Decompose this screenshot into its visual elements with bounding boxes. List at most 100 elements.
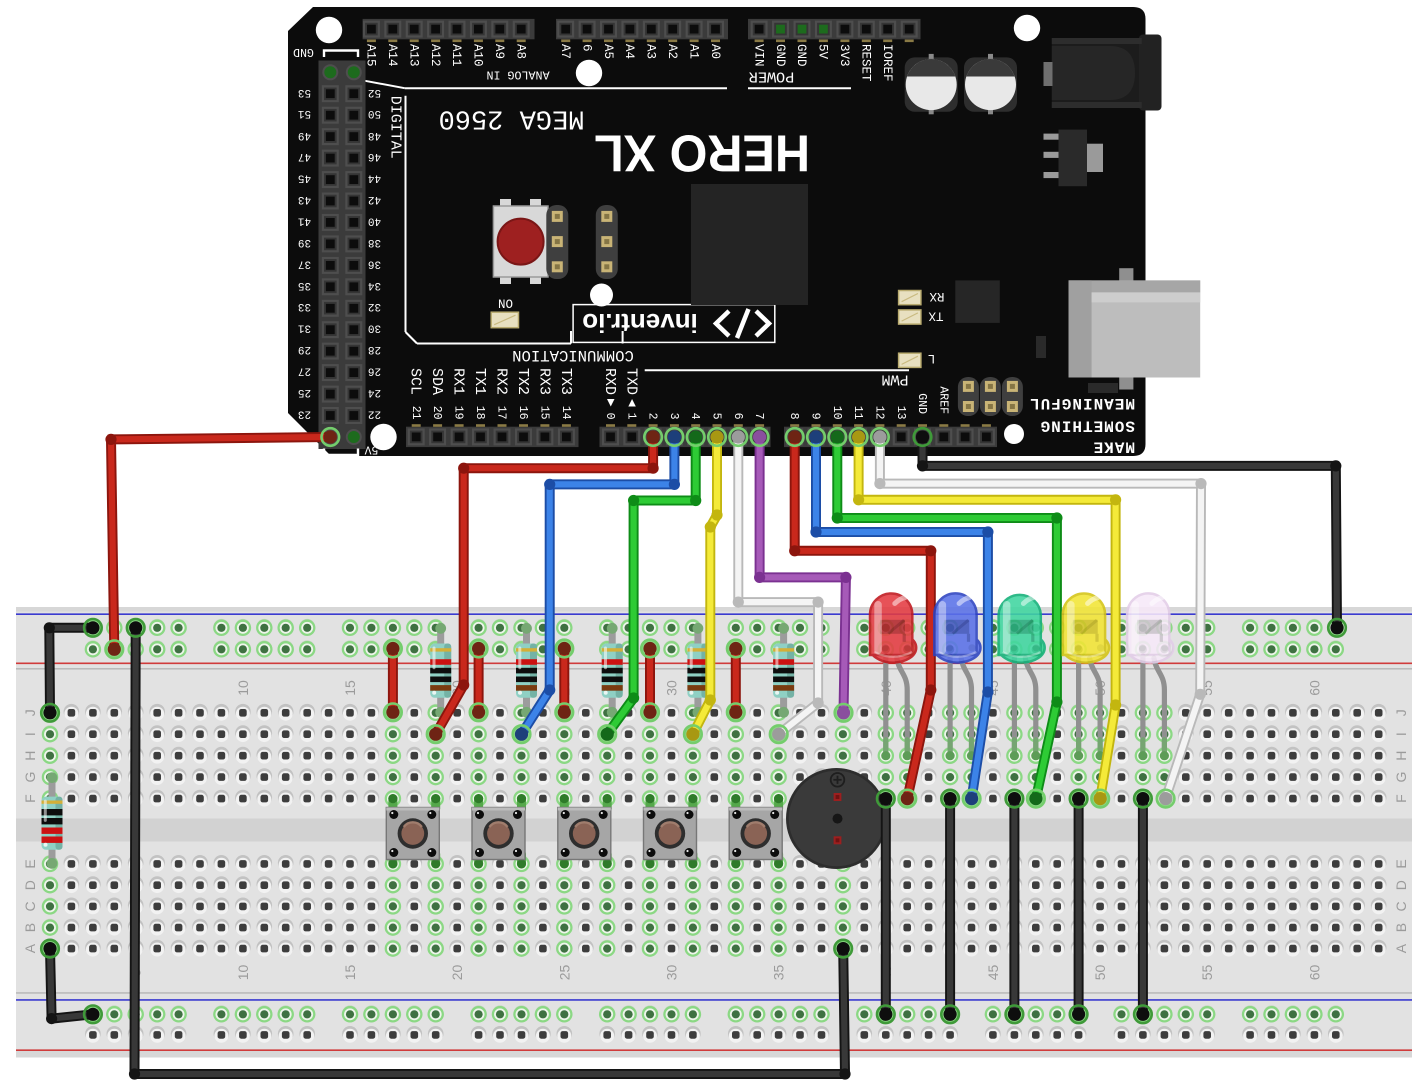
svg-text:I: I — [22, 732, 38, 736]
svg-text:I: I — [1393, 732, 1409, 736]
svg-text:4: 4 — [688, 413, 701, 420]
svg-text:20: 20 — [430, 406, 443, 420]
svg-text:L: L — [928, 351, 936, 365]
svg-text:A11: A11 — [449, 44, 463, 67]
svg-text:G: G — [22, 772, 38, 783]
svg-text:49: 49 — [298, 129, 311, 141]
svg-text:15: 15 — [537, 406, 550, 420]
svg-text:21: 21 — [409, 406, 422, 420]
svg-text:25: 25 — [298, 386, 311, 398]
svg-text:15: 15 — [342, 680, 358, 696]
svg-text:A3: A3 — [644, 44, 658, 59]
svg-text:RESET: RESET — [859, 44, 873, 82]
svg-text:A13: A13 — [406, 44, 420, 67]
svg-text:IOREF: IOREF — [880, 44, 894, 82]
svg-text:6: 6 — [731, 413, 744, 420]
svg-text:G: G — [1393, 772, 1409, 783]
svg-text:A8: A8 — [513, 44, 527, 59]
svg-text:D: D — [1393, 880, 1409, 890]
svg-text:10: 10 — [235, 680, 251, 696]
svg-text:29: 29 — [298, 343, 311, 355]
svg-text:D: D — [22, 880, 38, 890]
svg-text:14: 14 — [559, 406, 572, 420]
svg-text:A4: A4 — [622, 44, 636, 59]
svg-text:H: H — [1393, 751, 1409, 761]
svg-text:28: 28 — [368, 343, 381, 355]
svg-text:MEANINGFUL: MEANINGFUL — [1029, 394, 1135, 412]
svg-text:TX2: TX2 — [514, 368, 531, 395]
svg-text:5V: 5V — [816, 44, 830, 60]
svg-text:A10: A10 — [471, 44, 485, 67]
svg-text:C: C — [22, 901, 38, 911]
svg-text:15: 15 — [342, 965, 358, 981]
svg-text:F: F — [1393, 794, 1409, 803]
svg-text:31: 31 — [298, 322, 312, 334]
svg-text:11: 11 — [851, 406, 864, 420]
svg-text:1: 1 — [624, 413, 637, 420]
svg-text:GND: GND — [915, 393, 928, 414]
svg-text:VIN: VIN — [751, 44, 765, 67]
svg-text:16: 16 — [516, 406, 529, 420]
svg-text:E: E — [22, 859, 38, 868]
svg-text:DIGITAL: DIGITAL — [387, 96, 404, 159]
svg-text:60: 60 — [1306, 965, 1322, 981]
svg-text:27: 27 — [298, 365, 311, 377]
svg-text:A15: A15 — [364, 44, 378, 67]
svg-text:52: 52 — [368, 86, 381, 98]
svg-text:22: 22 — [368, 408, 381, 420]
svg-text:9: 9 — [809, 413, 822, 420]
svg-text:GND: GND — [794, 44, 808, 67]
svg-text:3V3: 3V3 — [837, 44, 851, 67]
svg-text:RX2: RX2 — [493, 368, 510, 395]
svg-text:24: 24 — [368, 386, 382, 398]
svg-text:A7: A7 — [558, 44, 572, 59]
svg-text:A: A — [22, 943, 38, 953]
svg-text:19: 19 — [452, 406, 465, 420]
svg-text:TX3: TX3 — [557, 368, 574, 395]
svg-text:10: 10 — [235, 965, 251, 981]
svg-text:HERO XL: HERO XL — [594, 123, 810, 181]
svg-text:SCL: SCL — [407, 368, 424, 395]
svg-text:POWER: POWER — [749, 68, 795, 86]
svg-text:SOMETHING: SOMETHING — [1040, 416, 1135, 434]
svg-text:55: 55 — [1199, 965, 1215, 981]
svg-text:A1: A1 — [686, 44, 700, 59]
svg-text:RX1: RX1 — [450, 368, 467, 395]
svg-text:30: 30 — [664, 965, 680, 981]
svg-text:B: B — [1393, 923, 1409, 932]
svg-text:35: 35 — [298, 279, 311, 291]
svg-text:A: A — [1393, 943, 1409, 953]
svg-text:ON: ON — [498, 296, 513, 310]
svg-text:5V: 5V — [365, 442, 379, 455]
svg-text:7: 7 — [752, 413, 765, 420]
svg-text:8: 8 — [787, 413, 800, 420]
svg-text:F: F — [22, 794, 38, 803]
svg-text:12: 12 — [873, 406, 886, 420]
svg-text:51: 51 — [298, 107, 312, 119]
svg-text:53: 53 — [298, 86, 311, 98]
svg-text:TX: TX — [928, 309, 944, 323]
svg-text:A5: A5 — [601, 44, 615, 59]
svg-text:2: 2 — [646, 413, 659, 420]
svg-text:TX1: TX1 — [471, 368, 488, 395]
svg-text:32: 32 — [368, 300, 381, 312]
svg-text:A2: A2 — [665, 44, 679, 59]
svg-text:43: 43 — [298, 193, 311, 205]
svg-text:MAKE: MAKE — [1093, 437, 1135, 455]
svg-text:TXD: TXD — [622, 368, 639, 395]
svg-text:38: 38 — [368, 236, 381, 248]
svg-text:C: C — [1393, 901, 1409, 911]
svg-text:50: 50 — [368, 107, 381, 119]
svg-text:SDA: SDA — [428, 368, 445, 395]
svg-text:45: 45 — [985, 965, 1001, 981]
svg-text:30: 30 — [664, 680, 680, 696]
svg-text:42: 42 — [368, 193, 381, 205]
svg-text:inventr.io: inventr.io — [582, 308, 698, 338]
svg-text:45: 45 — [298, 172, 311, 184]
svg-text:30: 30 — [368, 322, 381, 334]
svg-text:33: 33 — [298, 300, 311, 312]
svg-text:J: J — [1393, 709, 1409, 716]
svg-text:RXD: RXD — [601, 368, 618, 395]
svg-text:MEGA 2560: MEGA 2560 — [439, 102, 585, 132]
svg-text:A14: A14 — [385, 44, 399, 67]
